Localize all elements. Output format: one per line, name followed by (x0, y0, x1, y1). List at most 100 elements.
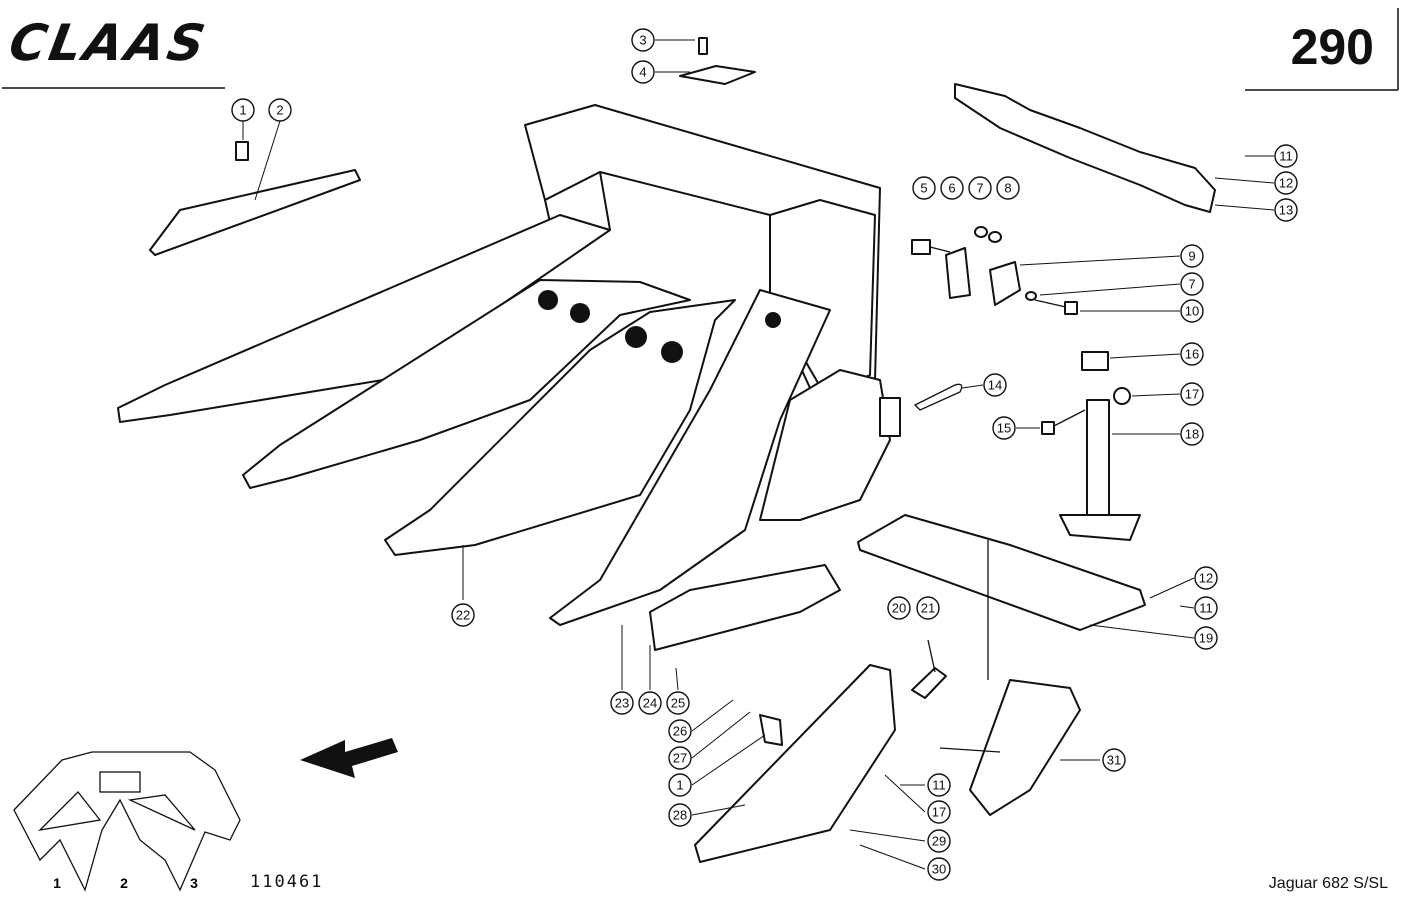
overview-figure (13, 751, 241, 892)
svg-text:16: 16 (1185, 347, 1199, 362)
svg-text:20: 20 (892, 601, 906, 616)
spring-clip-part (913, 383, 963, 411)
callout-28[interactable]: 28 (668, 803, 692, 827)
svg-text:11: 11 (1199, 601, 1213, 616)
rear-shield-part (857, 514, 1146, 631)
travel-direction-arrow (300, 738, 398, 778)
callout-13[interactable]: 13 (1274, 198, 1298, 222)
callout-19[interactable]: 19 (1194, 626, 1218, 650)
bottom-shield-part (694, 664, 896, 863)
svg-text:11: 11 (1279, 149, 1293, 164)
callout-25[interactable]: 25 (666, 691, 690, 715)
gearbox-housing (759, 369, 901, 521)
callout-14[interactable]: 14 (983, 373, 1007, 397)
svg-text:4: 4 (639, 65, 646, 80)
svg-text:24: 24 (643, 696, 657, 711)
svg-text:26: 26 (673, 724, 687, 739)
svg-text:2: 2 (276, 103, 283, 118)
callout-27[interactable]: 27 (668, 746, 692, 770)
crop-divider-3 (384, 299, 736, 556)
top-rail-part (954, 83, 1216, 213)
callout-4[interactable]: 4 (631, 60, 655, 84)
right-deflector-part (939, 540, 1081, 816)
lower-guard-part (649, 564, 841, 651)
callout-11-top[interactable]: 11 (1274, 144, 1298, 168)
bracket-assembly (911, 226, 1078, 315)
page-number: 290 (1290, 19, 1374, 75)
svg-text:27: 27 (673, 751, 687, 766)
callout-26[interactable]: 26 (668, 719, 692, 743)
small-bolt-assembly (911, 639, 947, 699)
svg-text:29: 29 (932, 834, 946, 849)
callout-22[interactable]: 22 (451, 603, 475, 627)
callout-3[interactable]: 3 (631, 28, 655, 52)
callout-31[interactable]: 31 (1102, 748, 1126, 772)
callout-15[interactable]: 15 (992, 416, 1016, 440)
guide-plate-part (149, 141, 361, 256)
callout-7[interactable]: 7 (968, 176, 992, 200)
callout-2[interactable]: 2 (268, 98, 292, 122)
callout-12-lower[interactable]: 12 (1194, 566, 1218, 590)
svg-text:17: 17 (1185, 387, 1199, 402)
svg-text:25: 25 (671, 696, 685, 711)
svg-text:7: 7 (976, 181, 983, 196)
svg-text:1: 1 (676, 778, 683, 793)
svg-text:31: 31 (1107, 753, 1121, 768)
header-rules (2, 8, 1399, 91)
svg-text:3: 3 (639, 33, 646, 48)
svg-text:8: 8 (1004, 181, 1011, 196)
callout-23[interactable]: 23 (610, 691, 634, 715)
callout-20[interactable]: 20 (887, 596, 911, 620)
row-label-3: 3 (190, 875, 198, 891)
svg-text:23: 23 (615, 696, 629, 711)
row-label-1: 1 (53, 875, 61, 891)
svg-text:12: 12 (1279, 176, 1293, 191)
callout-8[interactable]: 8 (996, 176, 1020, 200)
svg-text:28: 28 (673, 808, 687, 823)
callout-10[interactable]: 10 (1180, 299, 1204, 323)
svg-text:5: 5 (920, 181, 927, 196)
svg-text:18: 18 (1185, 427, 1199, 442)
svg-text:22: 22 (456, 608, 470, 623)
svg-text:11: 11 (932, 778, 946, 793)
callout-29[interactable]: 29 (927, 829, 951, 853)
callout-6[interactable]: 6 (940, 176, 964, 200)
svg-text:15: 15 (997, 421, 1011, 436)
svg-text:12: 12 (1199, 571, 1213, 586)
callout-21[interactable]: 21 (916, 596, 940, 620)
callout-24[interactable]: 24 (638, 691, 662, 715)
callout-1-lower[interactable]: 1 (668, 773, 692, 797)
svg-text:19: 19 (1199, 631, 1213, 646)
svg-text:14: 14 (988, 378, 1002, 393)
callout-bubbles: 1 2 3 4 5 6 7 8 9 7 10 11 12 13 16 14 17… (231, 28, 1298, 881)
callout-11-middle[interactable]: 11 (1194, 596, 1218, 620)
callout-1[interactable]: 1 (231, 98, 255, 122)
support-stand (1041, 351, 1141, 541)
svg-text:13: 13 (1279, 203, 1293, 218)
leader-lines (242, 39, 1275, 870)
drawing-number: 110461 (250, 872, 324, 892)
svg-text:7: 7 (1188, 277, 1195, 292)
overview-row-labels: 1 2 3 (53, 875, 198, 891)
callout-7-lower[interactable]: 7 (1180, 272, 1204, 296)
callout-11-lower[interactable]: 11 (927, 773, 951, 797)
cover-plate-part (679, 37, 756, 85)
svg-text:17: 17 (932, 805, 946, 820)
callout-30[interactable]: 30 (927, 857, 951, 881)
row-label-2: 2 (120, 875, 128, 891)
callout-9[interactable]: 9 (1180, 244, 1204, 268)
callout-17-upper[interactable]: 17 (1180, 382, 1204, 406)
callout-5[interactable]: 5 (912, 176, 936, 200)
svg-text:30: 30 (932, 862, 946, 877)
callout-16[interactable]: 16 (1180, 342, 1204, 366)
crop-divider-4 (549, 289, 831, 626)
callout-17-lower[interactable]: 17 (927, 800, 951, 824)
callout-12-top[interactable]: 12 (1274, 171, 1298, 195)
svg-text:6: 6 (948, 181, 955, 196)
svg-text:1: 1 (239, 103, 246, 118)
model-name: Jaguar 682 S/SL (1268, 875, 1388, 892)
callout-18[interactable]: 18 (1180, 422, 1204, 446)
svg-text:9: 9 (1188, 249, 1195, 264)
